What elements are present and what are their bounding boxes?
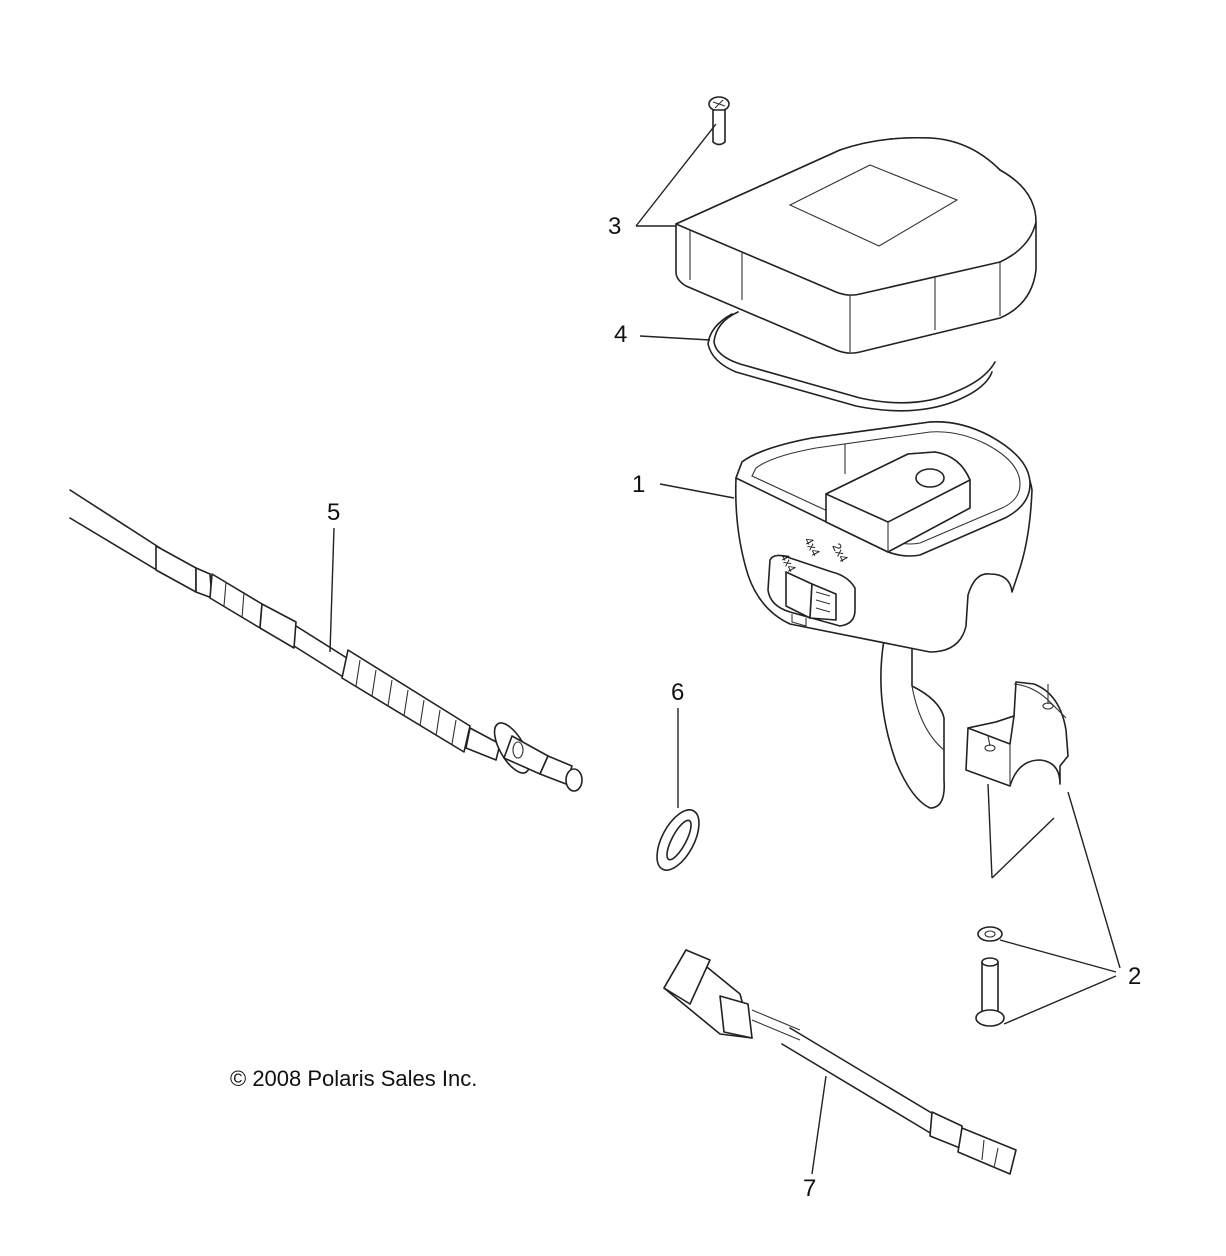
screw-part-3 [708, 96, 730, 146]
cover-part-3 [675, 136, 1037, 354]
callout-4: 4 [614, 321, 627, 348]
leader-lines [329, 123, 1121, 1175]
clamp-part-2 [965, 681, 1069, 787]
housing-part-1: 4x4 4x4 2x4 [734, 420, 1033, 809]
gasket-part-4 [707, 311, 996, 412]
harness-part-7 [663, 949, 1017, 1175]
bolt-part-2 [975, 957, 1005, 1027]
cable-part-5 [69, 489, 583, 792]
callout-1: 1 [632, 471, 645, 498]
callout-5: 5 [327, 499, 340, 526]
washer-part-2 [977, 926, 1003, 942]
callout-6: 6 [671, 679, 684, 706]
oring-part-6 [656, 809, 700, 871]
copyright-notice: © 2008 Polaris Sales Inc. [230, 1066, 477, 1091]
callout-7: 7 [803, 1175, 816, 1202]
callout-3: 3 [608, 213, 621, 240]
callout-2: 2 [1128, 963, 1141, 990]
